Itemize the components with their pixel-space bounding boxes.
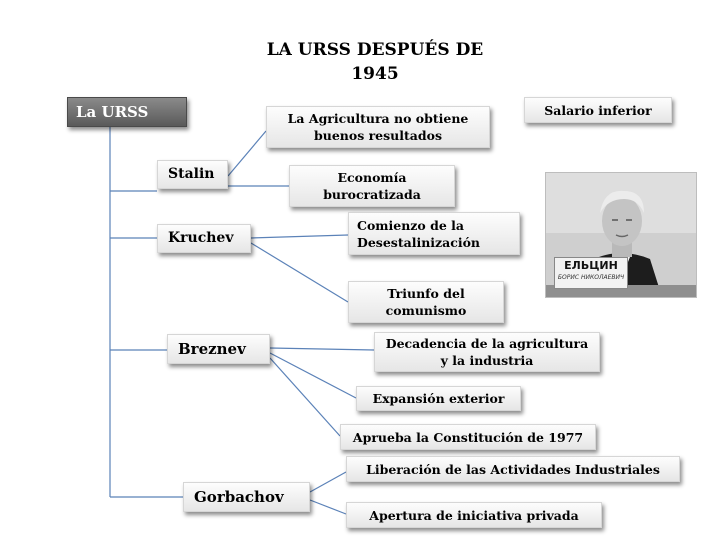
fact-triunfo: Triunfo del comunismo bbox=[348, 281, 504, 323]
fact-constitucion: Aprueba la Constitución de 1977 bbox=[340, 424, 596, 450]
fact-salario: Salario inferior bbox=[524, 97, 672, 123]
node-gorbachov: Gorbachov bbox=[183, 482, 310, 512]
connector-breznev-expansion bbox=[269, 352, 357, 399]
fact-economia: Economía burocratizada bbox=[289, 165, 455, 207]
page-title: LA URSS DESPUÉS DE 1945 bbox=[235, 38, 515, 86]
nameplate-line1: ЕЛЬЦИН bbox=[564, 259, 618, 272]
connector-breznev-decadencia bbox=[269, 347, 375, 351]
connector-stalin-agricultura bbox=[227, 130, 267, 177]
node-urss: La URSS bbox=[67, 97, 187, 127]
connector-breznev-constitucion bbox=[269, 357, 341, 437]
connector-kruchev-triunfo bbox=[250, 242, 349, 303]
fact-decadencia: Decadencia de la agricultura y la indust… bbox=[374, 332, 600, 372]
page-title-line1: LA URSS DESPUÉS DE bbox=[266, 40, 484, 60]
fact-agricultura: La Agricultura no obtiene buenos resulta… bbox=[266, 106, 490, 148]
node-stalin: Stalin bbox=[157, 160, 228, 189]
yeltsin-photo: ЕЛЬЦИН БОРИС НИКОЛАЕВИЧ bbox=[545, 172, 697, 298]
fact-desestalinizacion: Comienzo de la Desestalinización bbox=[348, 212, 520, 255]
nameplate: ЕЛЬЦИН БОРИС НИКОЛАЕВИЧ bbox=[554, 257, 628, 289]
node-breznev: Breznev bbox=[167, 334, 270, 364]
connector-gorbachov-apertura bbox=[309, 499, 347, 515]
connector-gorbachov-liberacion bbox=[309, 471, 347, 493]
page-title-line2: 1945 bbox=[351, 64, 399, 84]
nameplate-line2: БОРИС НИКОЛАЕВИЧ bbox=[557, 274, 625, 281]
fact-liberacion: Liberación de las Actividades Industrial… bbox=[346, 456, 680, 482]
connector-kruchev-desestalinizacion bbox=[250, 234, 349, 239]
fact-expansion: Expansión exterior bbox=[356, 386, 521, 411]
fact-apertura: Apertura de iniciativa privada bbox=[346, 502, 602, 528]
node-kruchev: Kruchev bbox=[157, 224, 251, 253]
